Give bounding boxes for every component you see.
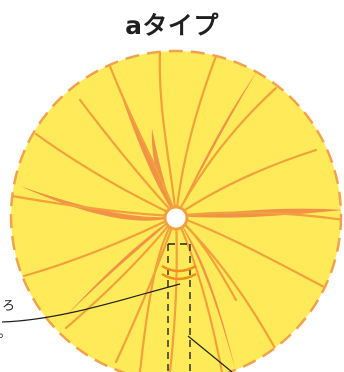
hub xyxy=(165,207,187,229)
left-callout-marks: ろ 。 xyxy=(0,298,15,342)
callout-mark-upper: ろ xyxy=(2,298,15,316)
callout-mark-lower: 。 xyxy=(0,324,15,342)
